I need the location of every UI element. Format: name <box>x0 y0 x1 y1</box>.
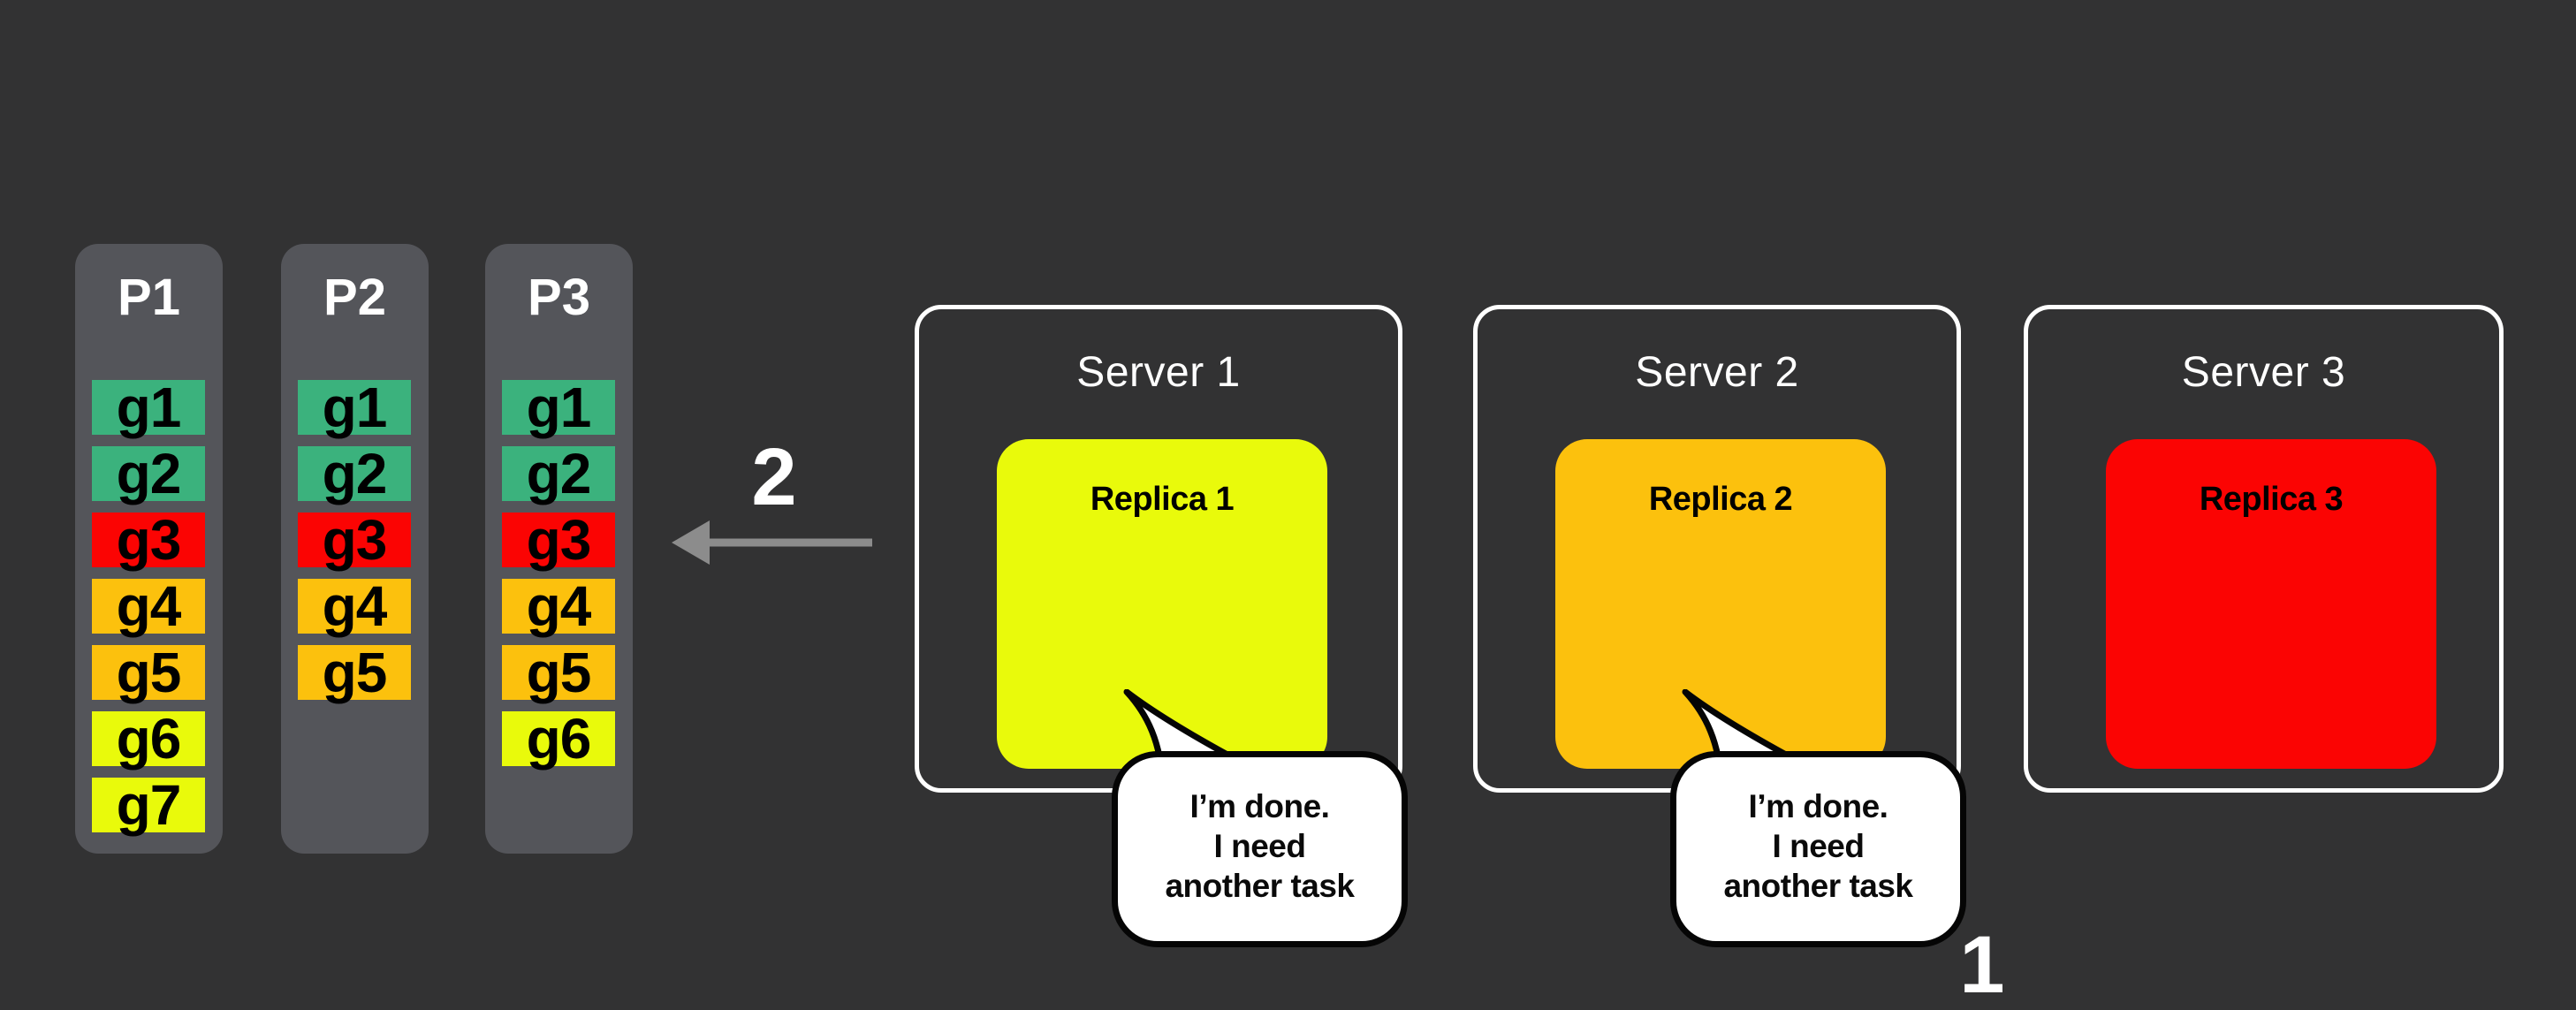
speech-bubble-text: I’m done. I need another task <box>1112 751 1408 947</box>
server-box-3: Server 3 Replica 3 <box>2024 305 2504 793</box>
partition-title: P1 <box>118 268 180 326</box>
replica-title: Replica 3 <box>2199 480 2344 518</box>
task-cell: g6 <box>502 707 615 771</box>
task-cell: g1 <box>92 376 205 439</box>
task-cell: g5 <box>502 641 615 704</box>
task-cell: g7 <box>92 773 205 837</box>
speech-bubble-text: I’m done. I need another task <box>1670 751 1966 947</box>
task-cell: g2 <box>92 442 205 505</box>
task-cell: g4 <box>502 574 615 638</box>
task-cell: g2 <box>298 442 411 505</box>
task-cell-list: g1 g2 g3 g4 g5 g6 <box>502 376 615 778</box>
step-2-label: 2 <box>751 432 797 522</box>
task-cell: g1 <box>502 376 615 439</box>
partition-panel-p2: P2 g1 g2 g3 g4 g5 <box>281 244 429 854</box>
partition-panel-p1: P1 g1 g2 g3 g4 g5 g6 g7 <box>75 244 223 854</box>
task-cell: g6 <box>92 707 205 771</box>
server-title: Server 3 <box>2181 348 2346 396</box>
task-cell: g1 <box>298 376 411 439</box>
server-title: Server 2 <box>1635 348 1799 396</box>
server-title: Server 1 <box>1076 348 1241 396</box>
task-cell: g3 <box>92 508 205 572</box>
speech-bubble-1: I’m done. I need another task <box>1112 689 1408 947</box>
task-cell-list: g1 g2 g3 g4 g5 g6 g7 <box>92 376 205 844</box>
task-cell: g2 <box>502 442 615 505</box>
partition-title: P2 <box>323 268 386 326</box>
replica-title: Replica 1 <box>1090 480 1235 518</box>
partition-panel-p3: P3 g1 g2 g3 g4 g5 g6 <box>485 244 633 854</box>
task-cell: g3 <box>298 508 411 572</box>
partition-title: P3 <box>528 268 590 326</box>
replica-title: Replica 2 <box>1648 480 1793 518</box>
step-1-label: 1 <box>1959 920 2005 1010</box>
task-cell: g3 <box>502 508 615 572</box>
task-cell-list: g1 g2 g3 g4 g5 <box>298 376 411 711</box>
speech-bubble-2: I’m done. I need another task <box>1670 689 1966 947</box>
replica-box-3: Replica 3 <box>2106 439 2436 769</box>
server-box-1: Server 1 Replica 1 <box>915 305 1402 793</box>
task-assignment-arrow-icon <box>672 520 872 565</box>
server-box-2: Server 2 Replica 2 <box>1473 305 1961 793</box>
task-cell: g4 <box>298 574 411 638</box>
task-cell: g4 <box>92 574 205 638</box>
task-cell: g5 <box>92 641 205 704</box>
task-cell: g5 <box>298 641 411 704</box>
